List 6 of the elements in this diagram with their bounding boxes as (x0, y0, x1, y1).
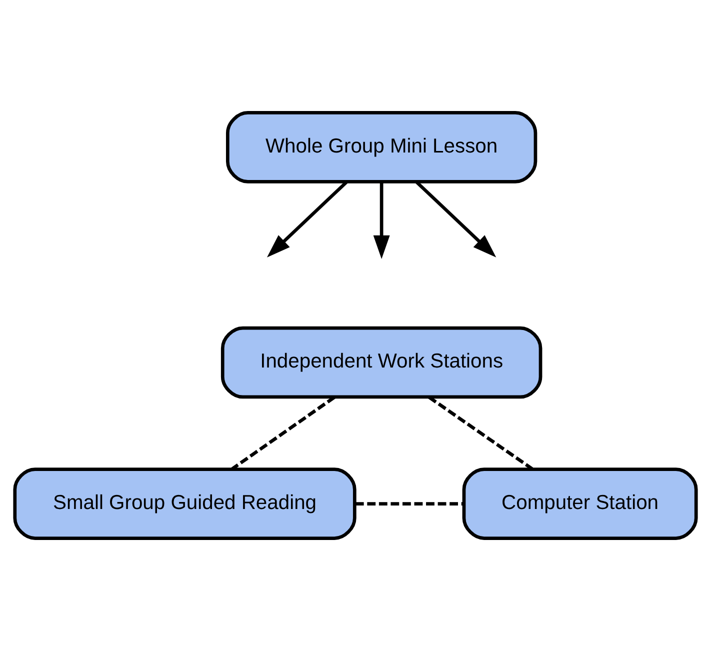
node-box: Whole Group Mini Lesson (226, 110, 538, 183)
connector (355, 502, 464, 505)
arrow (373, 182, 390, 258)
node-box: Computer Station (462, 467, 698, 540)
node-box: Small Group Guided Reading (13, 467, 356, 540)
node-box: Independent Work Stations (220, 326, 542, 398)
